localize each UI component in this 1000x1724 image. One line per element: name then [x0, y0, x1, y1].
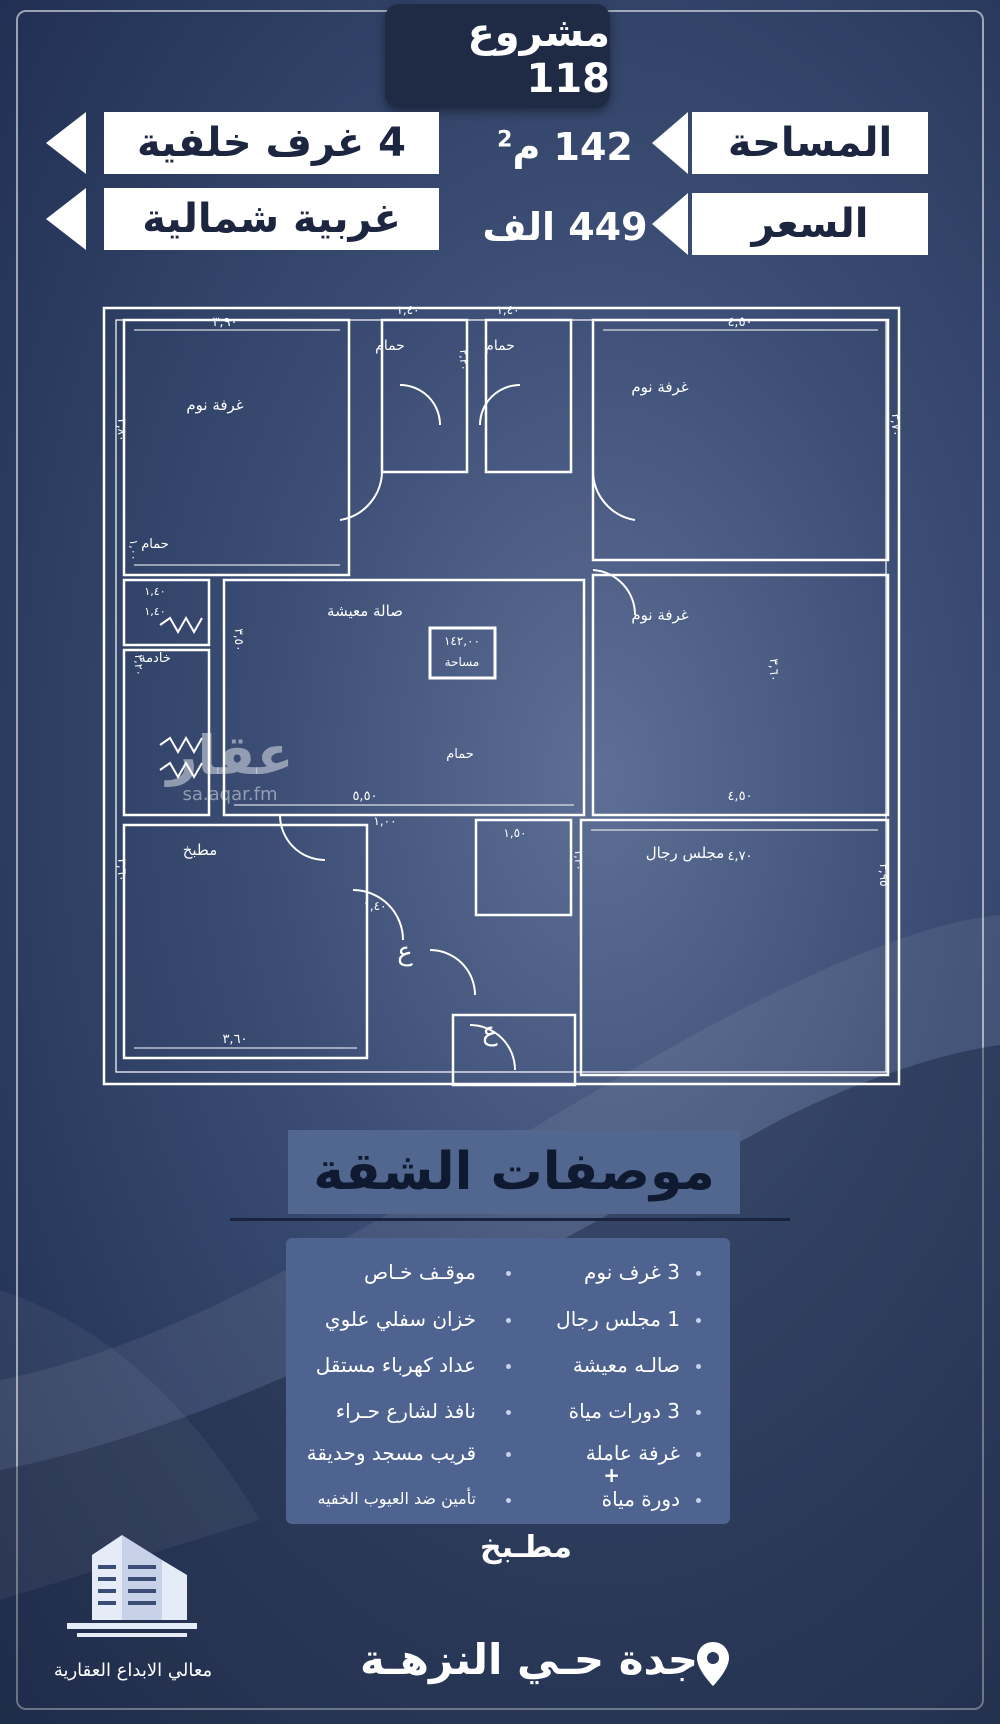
spec-left-4: نافذ لشارع حـراء	[335, 1399, 476, 1423]
area-label-tag: المساحة	[692, 112, 928, 174]
dim-16: ٤,٧٠	[727, 849, 752, 864]
dim-20: ٣,٩٥	[877, 863, 891, 886]
area-tag-arrow	[652, 112, 688, 174]
spec-left-1: موقـف خـاص	[363, 1260, 476, 1284]
spec-left-5: قريب مسجد وحديقة	[306, 1441, 476, 1465]
door-label-1: ع	[397, 937, 413, 967]
spec-left-2: خزان سفلي علوي	[324, 1307, 476, 1331]
room-label-bedroom-2: غرفة نوم	[631, 378, 688, 396]
area-box-label: مساحة	[445, 655, 480, 669]
specs-box: 3 غرف نوم 1 مجلس رجال صالـه معيشة 3 دورا…	[286, 1238, 730, 1524]
dim-21: ٢,٢٠	[132, 654, 145, 675]
spec-right-1: 3 غرف نوم	[584, 1260, 680, 1284]
dim-17: ١,٤٠	[363, 899, 386, 913]
dim-12: ٥,٥٠	[352, 789, 377, 804]
room-label-maid: خادمة	[139, 651, 171, 666]
area-box	[428, 626, 497, 680]
dim-22: ١,٣٠	[572, 849, 585, 870]
specs-divider	[230, 1218, 790, 1221]
specs-title: موصفات الشقة	[288, 1130, 740, 1214]
price-value: 449 الف	[482, 205, 648, 249]
room-label-kitchen: مطبخ	[183, 841, 218, 859]
rooms-tag: 4 غرف خلفية	[104, 112, 439, 174]
dim-2: ١,٤٠	[396, 303, 419, 317]
dim-15: ١,٥٠	[503, 826, 526, 840]
dim-5: ٣,٨٠	[115, 418, 129, 441]
spec-right-5: غرفة عاملة	[585, 1441, 680, 1465]
spec-right-plus: +	[603, 1463, 620, 1487]
spec-right-4: 3 دورات مياة	[568, 1399, 680, 1423]
spec-right-2: 1 مجلس رجال	[556, 1307, 680, 1331]
dim-8: ١,٤٠	[144, 585, 165, 598]
dim-11: ٣,٦٠	[767, 658, 781, 681]
dim-19: ٣,٦٠	[222, 1032, 247, 1047]
specs-kitchen: مطـبخ	[480, 1530, 572, 1565]
dim-14: ١,٠٠	[373, 814, 396, 828]
area-power: 2	[497, 127, 513, 153]
price-tag-arrow	[652, 193, 688, 255]
dim-9: ١,٤٠	[144, 605, 165, 618]
area-value: 142 م2	[485, 125, 645, 169]
location-pin-icon	[697, 1642, 729, 1686]
dim-10: ٣,٥٠	[232, 628, 246, 651]
plan-walls	[102, 306, 901, 1087]
spec-right-3: صالـه معيشة	[572, 1353, 680, 1377]
spec-right-6: دورة مياة	[601, 1487, 680, 1511]
rooms-tag-arrow	[46, 112, 86, 174]
door-swings	[279, 384, 637, 1071]
orientation-tag-arrow	[46, 188, 86, 250]
watermark: عقار sa.aqar.fm	[150, 724, 310, 806]
dim-1: ٣,٩٠	[212, 315, 237, 330]
room-label-bedroom-3: غرفة نوم	[631, 606, 688, 624]
area-box-value: ١٤٢,٠٠	[444, 634, 480, 648]
watermark-name: عقار	[166, 724, 294, 787]
dim-6: ٢,٢٠	[457, 349, 470, 370]
project-title: مشروع 118	[385, 4, 610, 108]
floor-plan: ١٤٢,٠٠ مساحة غرفة نوم حمام حمام غرفة نوم…	[102, 303, 903, 1087]
room-label-majlis: مجلس رجال	[646, 844, 725, 862]
room-label-bath-2: حمام	[485, 338, 515, 354]
door-label-2: ع	[482, 1017, 498, 1047]
room-label-bath-3: حمام	[141, 537, 169, 552]
dim-13: ٤,٥٠	[727, 789, 752, 804]
room-label-bedroom-1: غرفة نوم	[186, 396, 243, 414]
watermark-site: sa.aqar.fm	[182, 784, 278, 805]
room-label-bath-1: حمام	[375, 338, 405, 354]
dim-7: ٣,٧٠	[889, 413, 903, 436]
dim-18: ٣,٦٠	[115, 858, 129, 881]
room-label-bath-4: حمام	[446, 747, 474, 762]
spec-left-3: عداد كهرباء مستقل	[315, 1353, 476, 1377]
price-label-tag: السعر	[692, 193, 928, 255]
location-text: جدة حـي النزهـة	[360, 1635, 699, 1684]
dim-23: ١,٠٠	[127, 539, 140, 560]
building-logo-icon	[67, 1535, 197, 1637]
wall-zigzags	[159, 615, 203, 780]
plan-inner-lines	[134, 329, 878, 1049]
spec-left-6: تأمين ضد العيوب الخفيه	[317, 1489, 477, 1508]
dim-3: ١,٤٠	[496, 303, 519, 317]
orientation-tag: غربية شمالية	[104, 188, 439, 250]
room-label-living: صالة معيشة	[327, 602, 403, 620]
area-number: 142 م	[512, 125, 633, 169]
company-name: معالي الابداع العقارية	[53, 1660, 213, 1681]
dim-4: ٤,٥٠	[727, 315, 752, 330]
